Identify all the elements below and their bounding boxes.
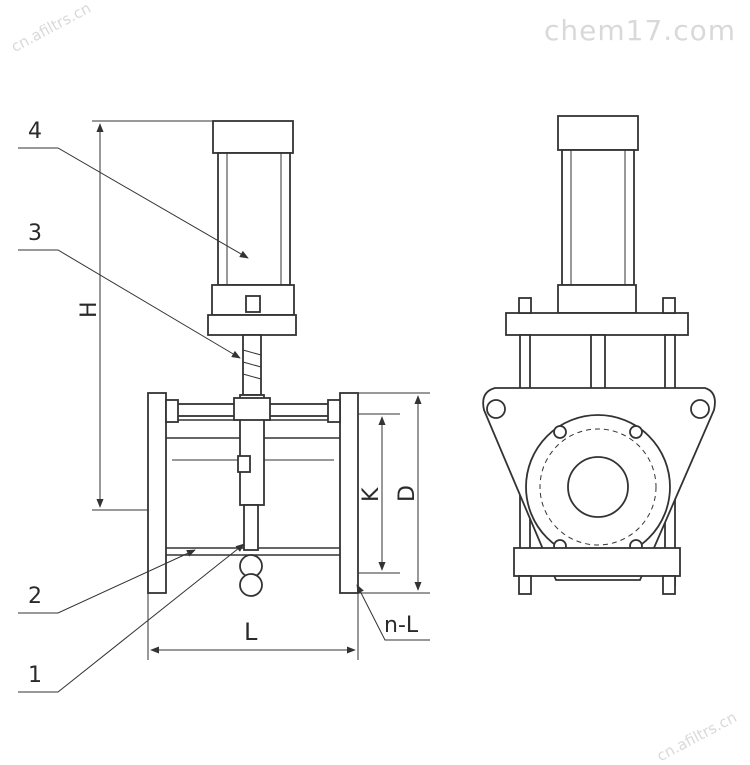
side-view <box>482 115 716 595</box>
side-yoke-plate <box>505 312 689 336</box>
label-dim-nl: n-L <box>384 613 419 638</box>
label-part-2: 2 <box>28 584 42 609</box>
leader-3 <box>18 249 241 359</box>
side-cylinder-top-cap <box>557 115 639 151</box>
label-dim-k: K <box>359 487 384 502</box>
cylinder-mount-plate <box>207 314 297 336</box>
leader-1 <box>18 543 245 693</box>
label-part-3: 3 <box>28 221 42 246</box>
gate-roller-bottom <box>239 573 263 597</box>
right-flange <box>339 392 359 594</box>
label-dim-l: L <box>244 618 258 646</box>
gate-blade <box>243 504 259 551</box>
side-cylinder-body <box>561 149 635 286</box>
leader-nl <box>356 584 430 641</box>
leader-2 <box>18 549 196 614</box>
cylinder-port <box>245 295 261 313</box>
cylinder-body <box>217 152 291 286</box>
leader-4 <box>18 147 249 259</box>
watermark-top: chem17.com <box>544 14 736 47</box>
side-bore <box>567 456 629 518</box>
label-part-1: 1 <box>28 663 42 688</box>
label-dim-d: D <box>395 485 420 502</box>
cylinder-top-cap <box>212 120 294 154</box>
label-part-4: 4 <box>28 119 42 144</box>
side-bolt-circle <box>539 428 657 546</box>
side-center-rod <box>590 334 606 396</box>
label-dim-h: H <box>77 301 102 318</box>
left-flange <box>147 392 167 594</box>
front-view <box>92 120 430 660</box>
side-cylinder-bottom-cap <box>557 284 637 314</box>
side-bottom-bar <box>513 547 681 577</box>
